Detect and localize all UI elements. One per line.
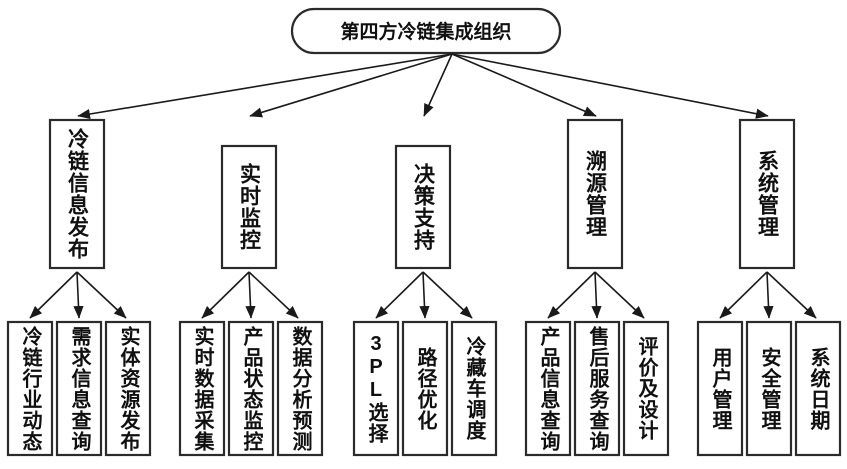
leaf-label-1-3: 实体资源发布 [117, 325, 139, 452]
connector-root-to-branch-2 [249, 53, 453, 118]
leaf-label-3-2: 路径优化 [414, 346, 436, 431]
branch-label-3: 决策支持 [411, 163, 435, 251]
leaf-label-4-1: 产品信息查询 [537, 325, 559, 452]
leaf-label-5-1: 用户管理 [709, 346, 731, 431]
connector-branch-5-to-leaf-2 [763, 271, 774, 319]
connector-root-to-branch-1 [77, 53, 453, 120]
connector-branch-5-to-leaf-3 [766, 271, 817, 319]
branch-3-connectors [375, 271, 473, 319]
connector-branch-3-to-leaf-1 [375, 271, 424, 319]
connector-branch-1-to-leaf-1 [29, 271, 78, 319]
branch-label-4: 溯源管理 [583, 150, 607, 238]
leaf-box-2-1[interactable] [178, 320, 226, 457]
branch-2-connectors [201, 271, 299, 319]
branch-box-1[interactable] [48, 118, 106, 270]
branch-4-connectors [547, 271, 645, 319]
branch-box-5[interactable] [738, 118, 796, 270]
branch-5-connectors [719, 271, 817, 319]
branch-box-4[interactable] [566, 118, 624, 270]
connector-branch-1-to-leaf-3 [76, 271, 127, 319]
branch-label-1: 冷链信息发布 [65, 128, 89, 260]
leaf-label-3-3: 冷藏车调度 [463, 336, 485, 441]
leaf-box-4-2[interactable] [573, 320, 621, 457]
leaf-box-2-2[interactable] [227, 320, 275, 457]
connector-branch-5-to-leaf-1 [719, 271, 768, 319]
root-connectors [77, 53, 769, 120]
connector-root-to-branch-3 [423, 53, 453, 117]
leaf-box-3-1[interactable] [352, 320, 400, 457]
connector-branch-2-to-leaf-2 [245, 271, 256, 319]
leaf-box-1-2[interactable] [55, 320, 103, 457]
root-node-shape [290, 7, 562, 55]
leaf-label-2-3: 数据分析预测 [289, 325, 311, 452]
root-node-label: 第四方冷链集成组织 [340, 20, 511, 43]
leaf-box-5-3[interactable] [794, 320, 842, 457]
leaf-label-5-2: 安全管理 [758, 346, 780, 431]
leaf-label-5-3: 系统日期 [807, 346, 829, 431]
leaf-box-4-3[interactable] [622, 320, 670, 457]
connector-branch-3-to-leaf-3 [422, 271, 473, 319]
connector-branch-4-to-leaf-3 [594, 271, 645, 319]
branch-label-2: 实时监控 [237, 163, 261, 251]
leaf-box-5-1[interactable] [696, 320, 744, 457]
leaf-label-1-1: 冷链行业动态 [19, 325, 41, 452]
leaf-label-2-1: 实时数据采集 [191, 325, 213, 452]
connector-root-to-branch-5 [451, 53, 769, 119]
connector-branch-3-to-leaf-2 [419, 271, 430, 319]
connector-branch-2-to-leaf-3 [248, 271, 299, 319]
leaf-label-2-2: 产品状态监控 [240, 325, 262, 452]
leaf-box-2-3[interactable] [276, 320, 324, 457]
leaf-box-1-3[interactable] [104, 320, 152, 457]
connector-branch-2-to-leaf-1 [201, 271, 250, 319]
leaf-box-3-3[interactable] [450, 320, 498, 457]
branch-1-connectors [29, 271, 127, 319]
leaf-label-4-2: 售后服务查询 [586, 325, 608, 452]
branch-label-5: 系统管理 [755, 150, 779, 238]
connector-branch-1-to-leaf-2 [73, 271, 84, 319]
leaf-box-5-2[interactable] [745, 320, 793, 457]
leaf-box-3-2[interactable] [401, 320, 449, 457]
leaf-label-1-2: 需求信息查询 [68, 325, 90, 452]
leaf-label-3-1: 3PL选择 [365, 333, 387, 444]
leaf-box-1-1[interactable] [6, 320, 54, 457]
branch-box-2[interactable] [220, 144, 278, 270]
leaf-label-4-3: 评价及设计 [635, 336, 657, 441]
leaf-box-4-1[interactable] [524, 320, 572, 457]
connector-root-to-branch-4 [451, 53, 597, 117]
connector-branch-4-to-leaf-1 [547, 271, 596, 319]
connector-branch-4-to-leaf-2 [591, 271, 602, 319]
branch-box-3[interactable] [394, 144, 452, 270]
